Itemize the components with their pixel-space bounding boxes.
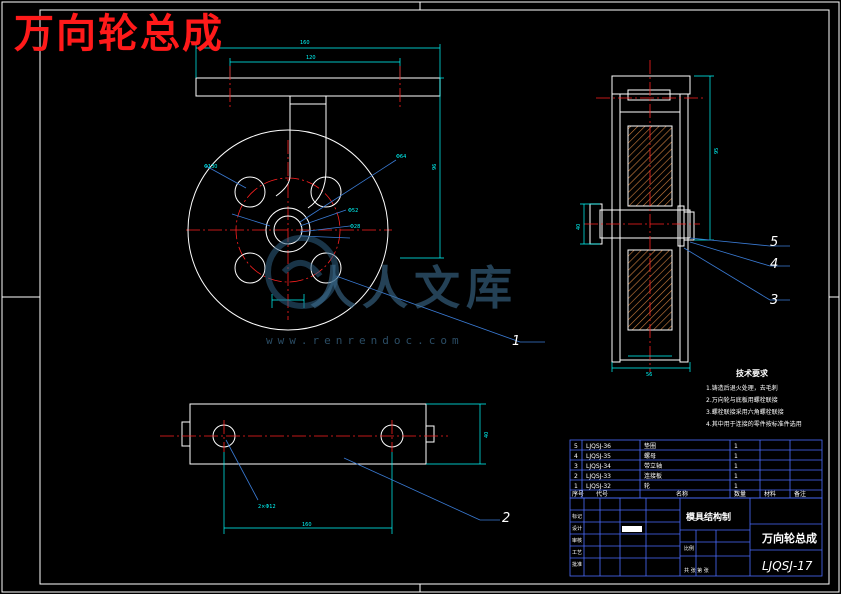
axle-washer	[677, 205, 685, 247]
dim-label: 56	[646, 372, 652, 378]
side-plate	[611, 75, 691, 95]
tb-row: 审核	[572, 537, 582, 544]
dim-labels: 160 120 96 95 40 56 160 40 2×Φ12 Φ130 Φ6…	[204, 40, 720, 528]
top-bolt	[627, 89, 671, 101]
watermark-url: www.renrendoc.com	[266, 334, 464, 347]
tb-row: 设计	[572, 525, 582, 532]
side-fork-left	[611, 93, 621, 363]
title-banner: 万向轮总成	[14, 11, 224, 57]
title-block-text: 模具结构制 万向轮总成 LJQSJ-17 比例 共 张 第 张 标记 设计 审核…	[572, 511, 817, 574]
top-plate	[195, 77, 441, 97]
bom-cell: 4	[574, 453, 578, 460]
bom-header-cell: 数量	[734, 490, 746, 498]
balloon-4: 4	[770, 257, 778, 272]
bom-cell: 连接板	[644, 472, 662, 480]
bom-header-cell: 序号	[572, 490, 584, 498]
tb-row: 标记	[572, 513, 582, 520]
axle-nut	[683, 211, 695, 241]
bom-table	[569, 439, 823, 499]
bom-cell: 螺母	[644, 452, 656, 460]
plate-dims	[195, 44, 444, 259]
base-lug	[181, 421, 191, 447]
bom-cell: 带立轴	[644, 462, 662, 470]
base-plate	[189, 403, 427, 465]
dim-label: 95	[714, 148, 720, 154]
bom-header-cell: 名称	[676, 490, 688, 498]
dim-label: Φ28	[350, 224, 360, 230]
dim-label: Φ64	[396, 154, 406, 160]
base-view	[160, 403, 500, 534]
bom-cell: 1	[734, 463, 738, 470]
title-block	[569, 497, 823, 577]
bom-cell: 1	[734, 443, 738, 450]
tech-item: 3.螺栓联接采用六角螺栓联接	[706, 408, 784, 416]
tb-row: 批准	[572, 561, 582, 568]
wheel-leaders	[205, 159, 545, 343]
bom-cell: 3	[574, 463, 578, 470]
bom-cell: LJQSJ-34	[586, 463, 611, 470]
base-lug-right	[425, 425, 435, 443]
bom-cell: 1	[574, 483, 578, 490]
sheet-label: 共 张 第 张	[684, 567, 709, 574]
side-dims	[580, 75, 714, 372]
side-centerlines	[584, 60, 704, 372]
front-view	[186, 44, 545, 343]
bom-cell: 1	[734, 483, 738, 490]
tech-heading: 技术要求	[736, 368, 769, 378]
bom-cell: LJQSJ-33	[586, 473, 611, 480]
bom-cell: LJQSJ-36	[586, 443, 611, 450]
side-view	[580, 60, 790, 372]
caster-stem	[275, 96, 327, 209]
drawing-number: LJQSJ-17	[762, 559, 813, 573]
bom-cell: LJQSJ-32	[586, 483, 611, 490]
drawing-name: 万向轮总成	[761, 531, 817, 545]
balloon-2: 2	[502, 511, 510, 526]
bom-cell: LJQSJ-35	[586, 453, 611, 460]
company-name: 模具结构制	[686, 511, 731, 523]
bom-cell: 1	[734, 473, 738, 480]
dim-label: 160	[302, 522, 312, 528]
dim-label: 120	[306, 55, 316, 61]
bom-cell: 轮	[644, 482, 650, 490]
bom-header-cell: 备注	[794, 490, 806, 498]
tech-item: 2.万向轮与底板用螺栓联接	[706, 396, 778, 404]
side-leaders	[683, 237, 790, 301]
bom-cell: 2	[574, 473, 578, 480]
dim-label: 2×Φ12	[258, 504, 276, 510]
dim-label: 40	[484, 432, 490, 438]
stem-collar	[289, 95, 327, 105]
balloon-3: 3	[770, 293, 778, 308]
dim-label: Φ52	[348, 208, 358, 214]
bom-header-cell: 代号	[596, 490, 608, 498]
dim-label: 96	[432, 164, 438, 170]
dim-label: 40	[576, 224, 582, 230]
wheel-disc	[187, 129, 389, 331]
balloon-1: 1	[512, 334, 520, 349]
tech-item: 1.铸造后退火处理，去毛刺	[706, 384, 778, 392]
watermark-brand: 人人文库	[310, 261, 518, 315]
tb-row: 工艺	[572, 550, 582, 556]
tech-item: 4.其中用于连接的零件按标准件选用	[706, 420, 802, 428]
bom-cell: 5	[574, 443, 578, 450]
scale-label: 比例	[684, 545, 694, 552]
balloon-5: 5	[770, 235, 778, 250]
dim-label: Φ130	[204, 164, 217, 170]
bom-header-cell: 材料	[764, 490, 776, 498]
base-leaders	[225, 439, 500, 521]
base-dims	[223, 403, 486, 534]
highlight-cell	[622, 526, 642, 532]
base-centerlines	[160, 420, 448, 452]
bom-cell: 垫圈	[644, 442, 656, 450]
dim-label: 160	[300, 40, 310, 46]
bom-cell: 1	[734, 453, 738, 460]
tech-requirements: 技术要求 1.铸造后退火处理，去毛刺 2.万向轮与底板用螺栓联接 3.螺栓联接采…	[706, 368, 802, 428]
